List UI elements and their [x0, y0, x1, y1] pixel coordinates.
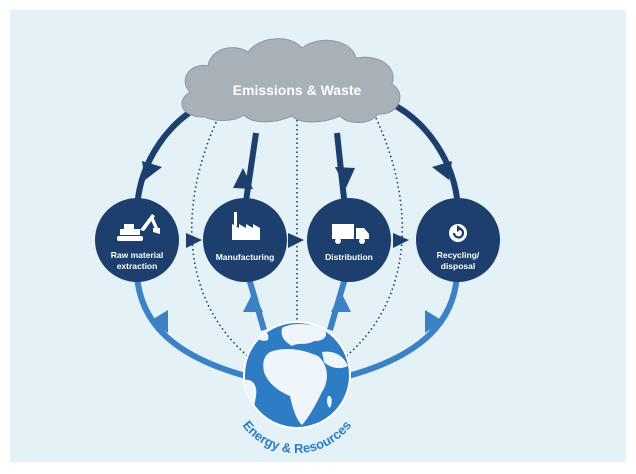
- stage-raw-material-label-1: Raw material: [111, 250, 163, 260]
- factory-icon: [232, 212, 260, 240]
- arc-globe-to-recycling: [347, 274, 460, 379]
- dotted-connectors: [190, 117, 404, 359]
- resource-arrowheads: [150, 292, 443, 333]
- stage-distribution: Distribution: [307, 198, 391, 282]
- recycle-icon: [449, 224, 467, 242]
- stage-recycling-label-1: Recycling/: [437, 250, 480, 260]
- arc-globe-to-raw: [134, 274, 247, 379]
- stage-raw-material-label-2: extraction: [117, 261, 158, 271]
- stage-recycling: Recycling/ disposal: [416, 198, 500, 282]
- stage-manufacturing-label: Manufacturing: [216, 252, 275, 262]
- stage-distribution-label: Distribution: [325, 252, 373, 262]
- stage-raw-material: Raw material extraction: [95, 198, 179, 282]
- globe-icon: [243, 321, 351, 429]
- excavator-icon: [117, 214, 160, 241]
- stage-recycling-label-2: disposal: [441, 261, 475, 271]
- manufacturing-to-cloud: [242, 132, 259, 209]
- truck-icon: [332, 224, 369, 244]
- cloud-label: Emissions & Waste: [233, 82, 362, 98]
- arc-recycling-to-cloud: [388, 100, 461, 209]
- stage-manufacturing: Manufacturing: [203, 198, 287, 282]
- emission-arrowheads: [142, 161, 452, 189]
- flow-arrows: [186, 233, 409, 248]
- emissions-cloud: [181, 38, 401, 123]
